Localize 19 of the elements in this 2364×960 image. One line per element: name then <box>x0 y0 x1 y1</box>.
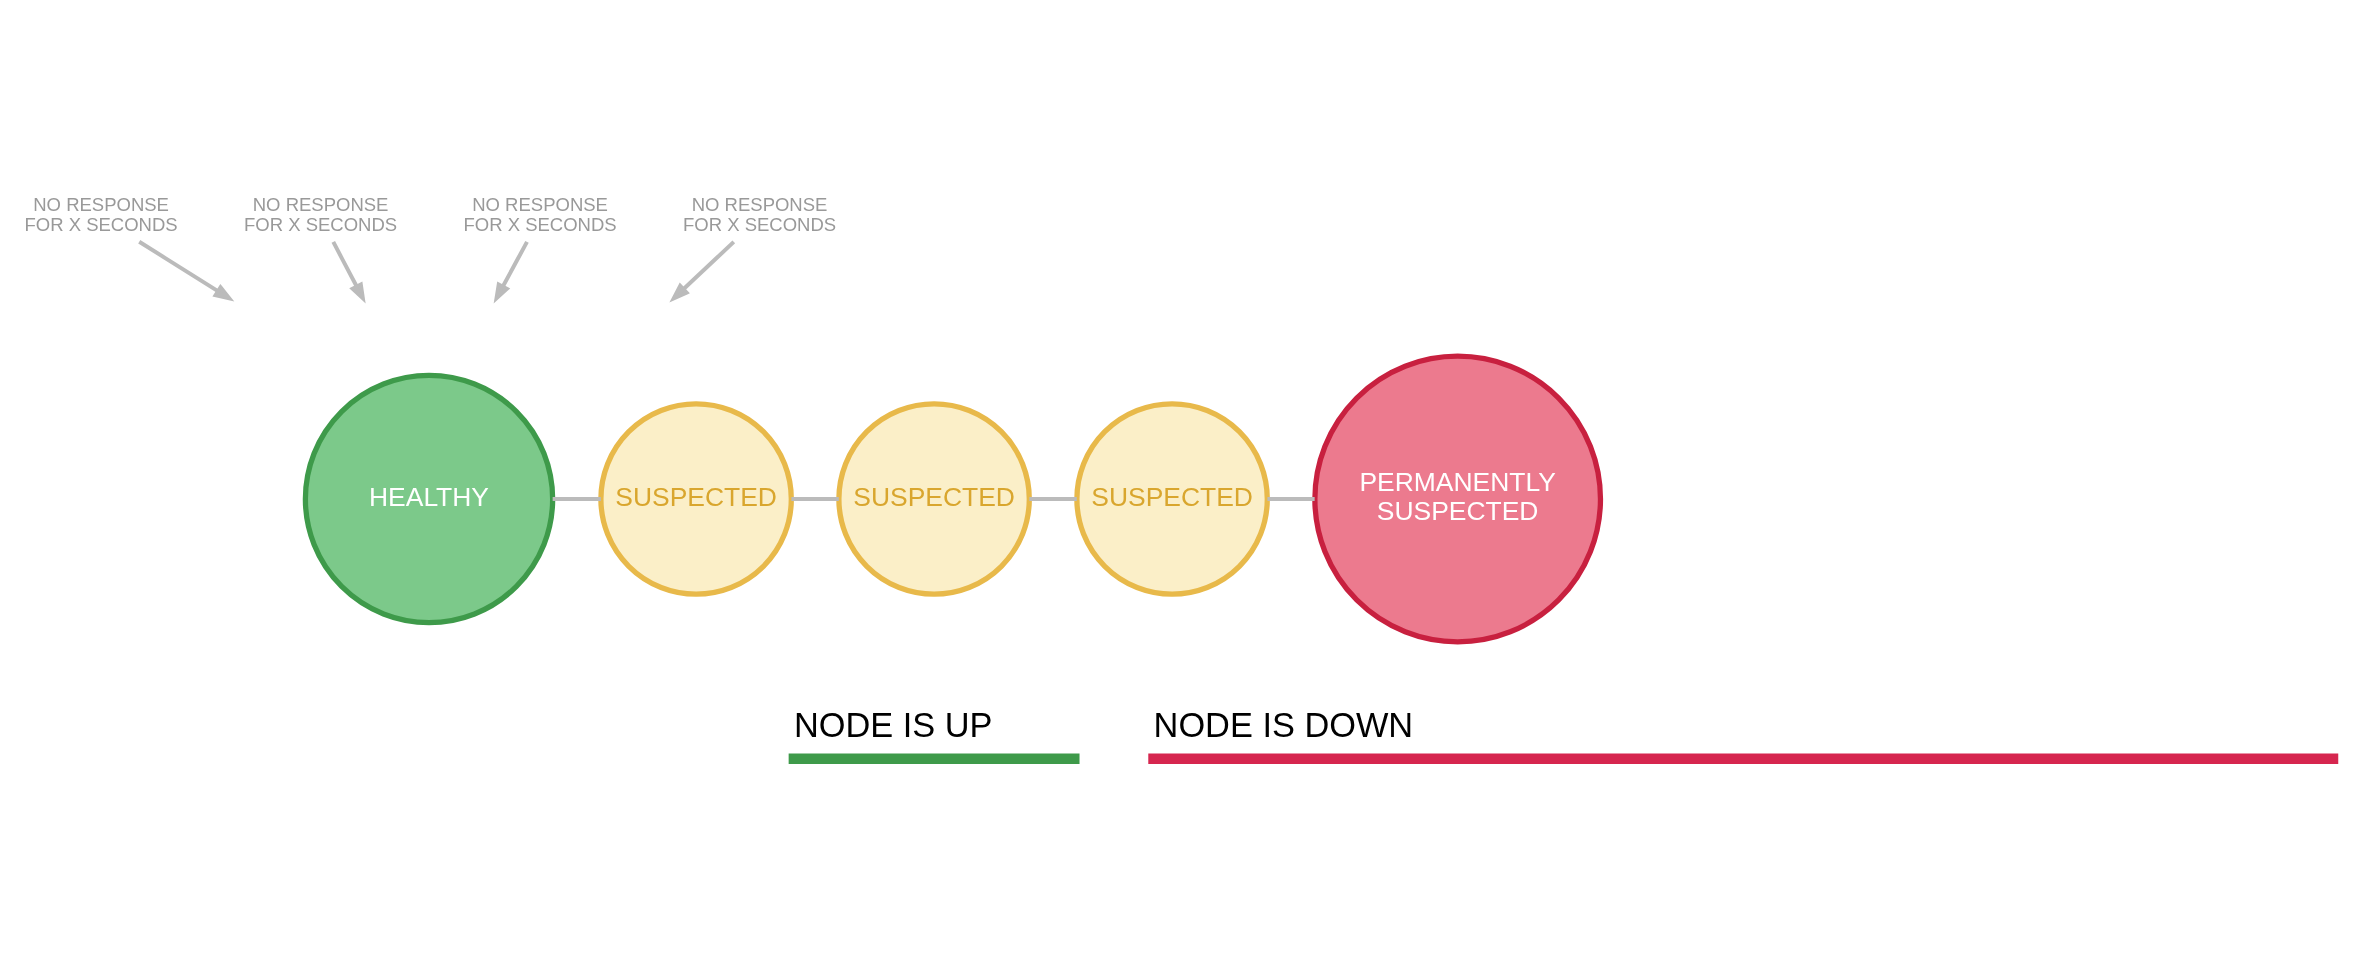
arrow <box>138 240 235 302</box>
legend-label: NODE IS DOWN <box>1153 706 1414 745</box>
connector <box>1029 497 1077 501</box>
node-circle: PERMANENTLY SUSPECTED <box>1312 353 1604 645</box>
node-text: NO RESPONSE FOR X SECONDS <box>244 194 398 236</box>
node-circle: SUSPECTED <box>1074 401 1270 597</box>
node-text: NO RESPONSE FOR X SECONDS <box>24 194 178 236</box>
node-text: NO RESPONSE FOR X SECONDS <box>682 194 837 236</box>
node-circle: SUSPECTED <box>598 401 794 597</box>
connector <box>791 497 839 501</box>
connector <box>1267 497 1315 501</box>
legend-label: NODE IS UP <box>793 706 993 745</box>
node-text: NO RESPONSE FOR X SECONDS <box>463 194 617 236</box>
node-circle: SUSPECTED <box>836 401 1032 597</box>
arrow <box>331 241 366 304</box>
connector <box>552 497 601 501</box>
arrow <box>493 241 529 304</box>
node-circle: HEALTHY <box>302 372 556 626</box>
arrow <box>669 240 736 303</box>
